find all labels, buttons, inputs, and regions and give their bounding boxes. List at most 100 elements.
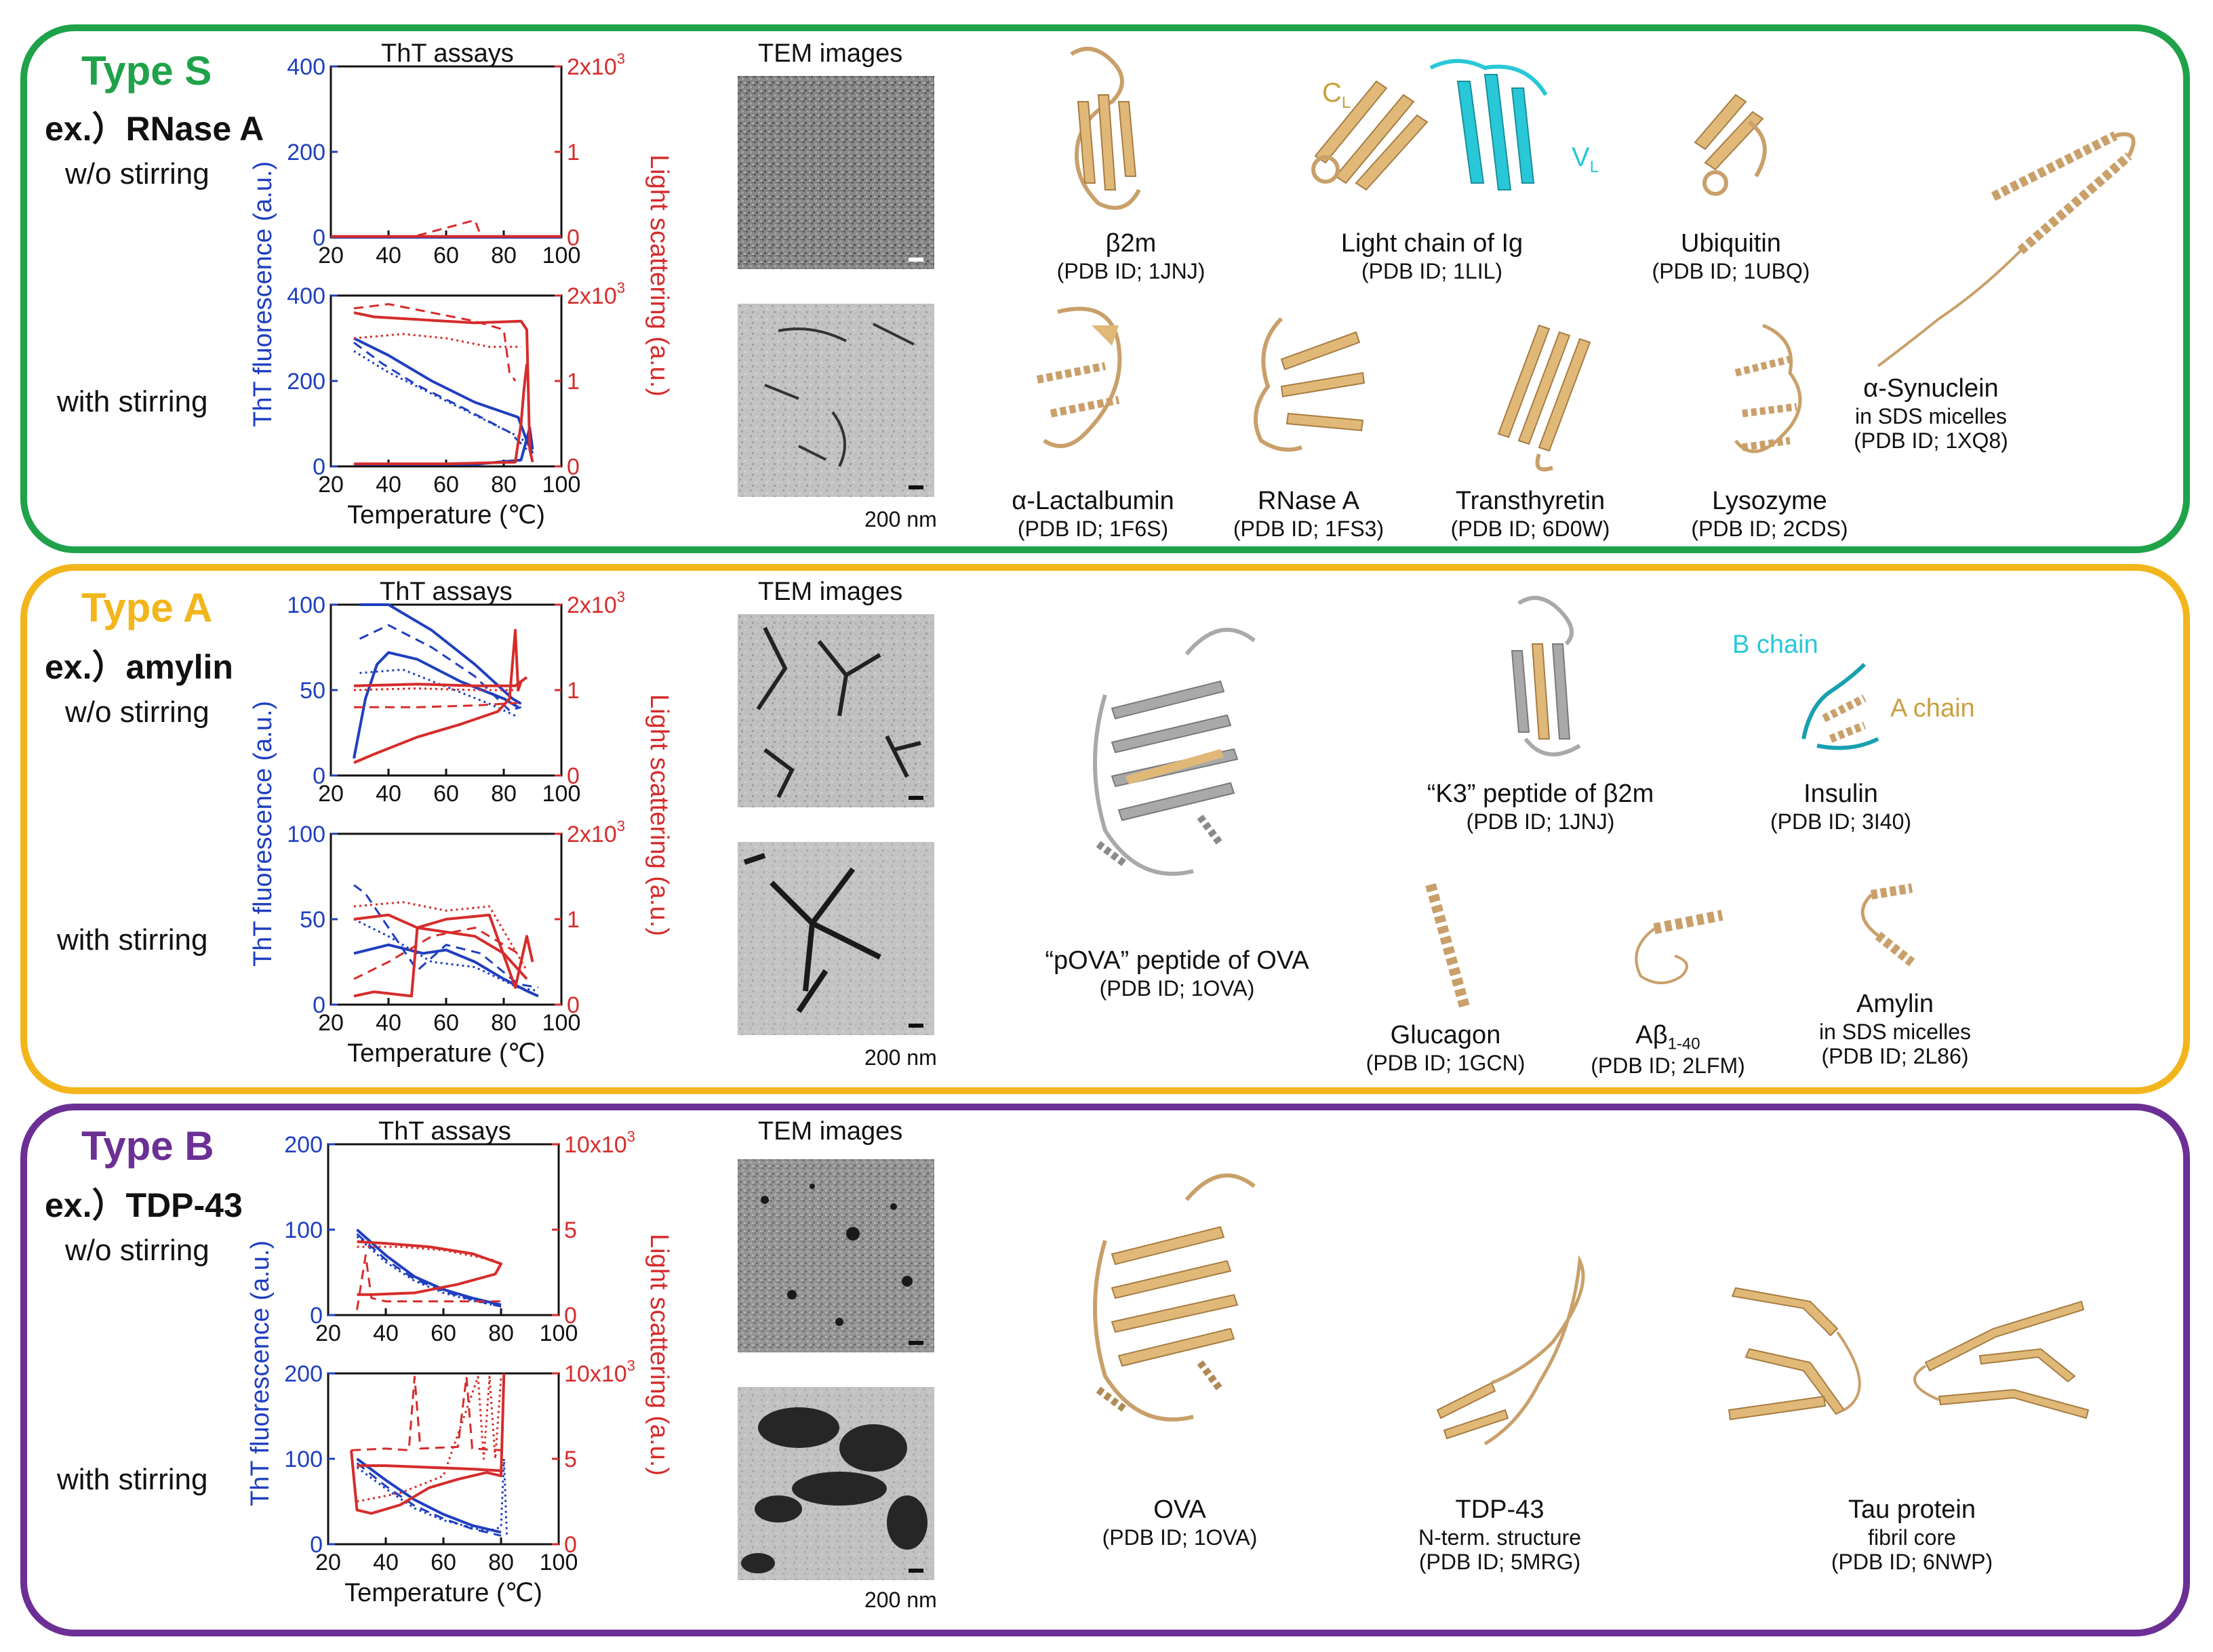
vl-tag: VL bbox=[1572, 142, 1599, 176]
type-a-title: Type A bbox=[81, 585, 213, 630]
abeta-structure bbox=[1635, 910, 1723, 984]
type-a-tem-image-1 bbox=[738, 614, 934, 807]
tht-series-line bbox=[356, 1457, 502, 1534]
b-chain-tag: B chain bbox=[1732, 630, 1818, 659]
x-tick-label: 80 bbox=[491, 781, 517, 807]
left-y-tick-label: 100 bbox=[287, 822, 325, 847]
type-s-tht-title: ThT assays bbox=[381, 39, 514, 68]
x-tick-label: 40 bbox=[373, 1321, 399, 1346]
svg-text:Light scattering (a.u.): Light scattering (a.u.) bbox=[645, 1234, 673, 1476]
tht-series-line bbox=[356, 1235, 502, 1308]
x-tick-label: 60 bbox=[433, 243, 459, 268]
right-y-tick-label: 0 bbox=[564, 1532, 577, 1558]
left-y-tick-label: 50 bbox=[300, 678, 325, 704]
type-b-title: Type B bbox=[81, 1123, 214, 1169]
abeta-label: Aβ1-40(PDB ID; 2LFM) bbox=[1591, 1021, 1745, 1079]
type-b-scale-label: 200 nm bbox=[864, 1588, 937, 1612]
left-y-tick-label: 0 bbox=[313, 992, 325, 1018]
x-tick-label: 20 bbox=[318, 781, 344, 807]
type-s-tem-image-1 bbox=[738, 76, 934, 269]
type-a-panel bbox=[20, 564, 2190, 1094]
plot-frame bbox=[327, 1372, 560, 1546]
left-y-tick-label: 100 bbox=[287, 592, 325, 618]
left-y-tick-label: 50 bbox=[300, 907, 325, 933]
amylin-structure bbox=[1860, 883, 1915, 967]
beta2m-label: β2m(PDB ID; 1JNJ) bbox=[1056, 229, 1205, 283]
left-y-tick-label: 200 bbox=[284, 1132, 323, 1158]
x-tick-label: 60 bbox=[431, 1321, 456, 1346]
scattering-series-line bbox=[353, 927, 519, 980]
x-tick-label: 20 bbox=[315, 1550, 341, 1575]
svg-text:ThT fluorescence (a.u.): ThT fluorescence (a.u.) bbox=[249, 701, 277, 967]
right-y-tick-label: 0 bbox=[564, 1303, 577, 1329]
right-y-exponent: 3 bbox=[627, 1128, 635, 1145]
x-tick-label: 20 bbox=[315, 1321, 341, 1346]
scattering-series-line bbox=[356, 1254, 501, 1310]
x-tick-label: 80 bbox=[488, 1321, 514, 1346]
type-b-example: ex.）TDP-43 bbox=[45, 1186, 243, 1224]
svg-text:ThT fluorescence (a.u.): ThT fluorescence (a.u.) bbox=[246, 1241, 275, 1506]
x-tick-label: 100 bbox=[540, 1321, 578, 1346]
x-tick-label: 40 bbox=[376, 781, 401, 807]
x-tick-label: 40 bbox=[376, 243, 401, 268]
scattering-series-line bbox=[357, 1375, 502, 1503]
type-b-left-ylabel: ThT fluorescence (a.u.) bbox=[246, 1241, 275, 1506]
x-tick-label: 100 bbox=[542, 781, 581, 807]
left-y-tick-label: 100 bbox=[284, 1217, 323, 1243]
tht-series-line bbox=[354, 426, 534, 466]
right-y-tick-label: 0 bbox=[567, 454, 580, 480]
tdp43-structure bbox=[1436, 1255, 1585, 1446]
type-a-tem-title: TEM images bbox=[758, 578, 903, 606]
tht-series-line bbox=[356, 1228, 502, 1306]
right-y-tick-label: 2x103 bbox=[567, 818, 625, 847]
left-y-tick-label: 100 bbox=[284, 1447, 323, 1472]
x-tick-label: 40 bbox=[376, 1010, 401, 1036]
scattering-series-line bbox=[353, 311, 534, 463]
x-tick-label: 60 bbox=[433, 472, 459, 498]
left-y-tick-label: 200 bbox=[287, 369, 325, 395]
k3-structure bbox=[1511, 596, 1581, 757]
cl-tag: CL bbox=[1322, 78, 1351, 112]
tht-series-line bbox=[356, 1233, 502, 1308]
left-y-tick-label: 0 bbox=[313, 763, 325, 789]
scattering-series-line bbox=[357, 1240, 502, 1296]
type-s-scale-label: 200 nm bbox=[864, 507, 937, 531]
alpha-lactalbumin-label: α-Lactalbumin(PDB ID; 1F6S) bbox=[1012, 487, 1174, 541]
scattering-series-line bbox=[351, 1375, 502, 1451]
left-y-tick-label: 0 bbox=[310, 1532, 323, 1558]
ubiquitin-label: Ubiquitin(PDB ID; 1UBQ) bbox=[1652, 229, 1810, 283]
scattering-series-line bbox=[353, 303, 517, 382]
scattering-series-line bbox=[354, 702, 519, 708]
right-y-exponent: 3 bbox=[617, 818, 625, 834]
right-y-exponent: 3 bbox=[627, 1357, 635, 1374]
right-y-tick-label: 2x103 bbox=[567, 50, 625, 80]
scattering-series-line bbox=[353, 901, 528, 971]
type-b-right-ylabel: Light scattering (a.u.) bbox=[645, 1234, 673, 1476]
type-b-with-stirring: with stirring bbox=[57, 1463, 208, 1496]
right-y-tick-label: 1 bbox=[567, 907, 580, 933]
x-tick-label: 20 bbox=[318, 1010, 344, 1036]
tht-series-line bbox=[353, 350, 531, 446]
left-y-tick-label: 200 bbox=[287, 140, 325, 165]
x-tick-label: 60 bbox=[433, 1010, 459, 1036]
tht-series-line bbox=[353, 651, 519, 759]
scattering-series-line bbox=[353, 687, 519, 691]
right-y-tick-label: 1 bbox=[567, 140, 580, 165]
alpha-lactalbumin-structure bbox=[1036, 306, 1122, 448]
a-chain-tag: A chain bbox=[1890, 694, 1975, 723]
type-s-right-ylabel: Light scattering (a.u.) bbox=[645, 155, 673, 397]
glucagon-label: Glucagon(PDB ID; 1GCN) bbox=[1365, 1021, 1526, 1075]
tht-series-line bbox=[353, 943, 539, 998]
right-y-tick-label: 1 bbox=[567, 369, 580, 395]
tht-series-line bbox=[359, 668, 516, 717]
scattering-series-line bbox=[417, 219, 482, 237]
right-y-exponent: 3 bbox=[617, 588, 625, 605]
light-chain-ig-structure bbox=[1311, 59, 1548, 191]
x-tick-label: 100 bbox=[542, 1010, 581, 1036]
